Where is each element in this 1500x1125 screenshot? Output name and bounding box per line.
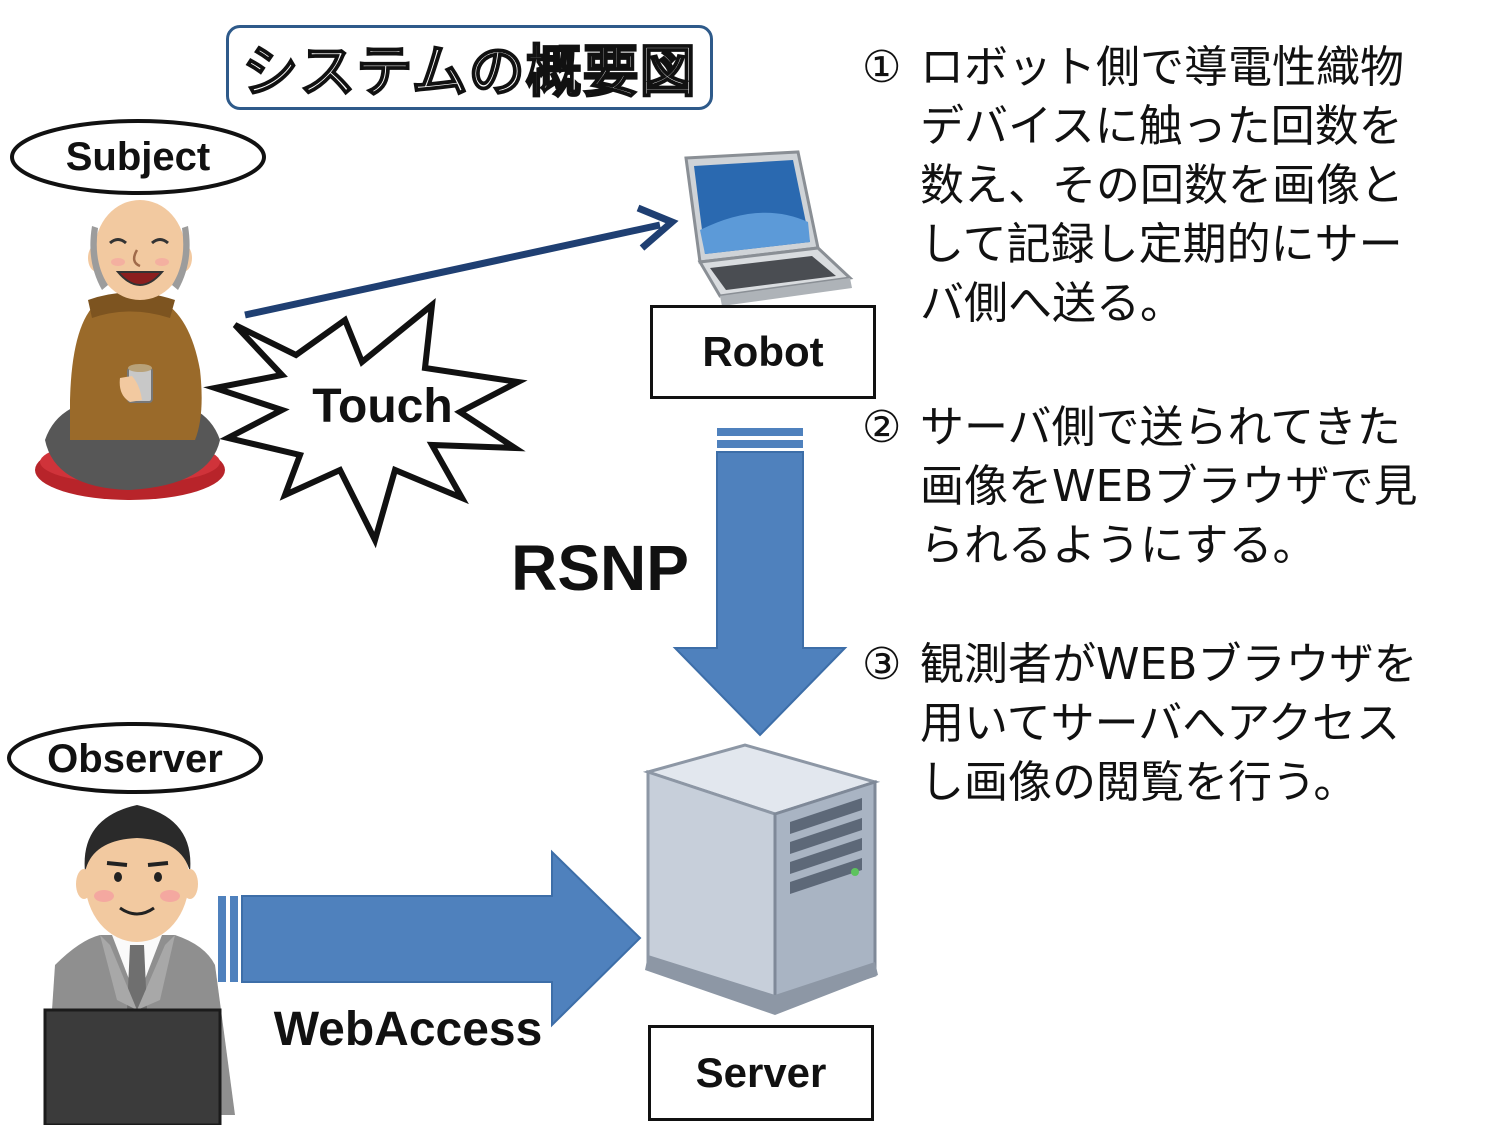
server-tower-icon (642, 743, 881, 1015)
title-frame (226, 25, 713, 110)
observer-label: Observer (47, 736, 223, 781)
elderly-subject-icon (35, 200, 225, 500)
webaccess-label: WebAccess (273, 1002, 543, 1056)
observer-person-icon (43, 805, 235, 1125)
touch-burst-shape (203, 298, 528, 549)
step-3: ③ 観測者がWEBブラウザを用いてサーバへアクセスし画像の閲覧を行う。 (862, 635, 1462, 815)
server-box: Server (648, 1025, 874, 1121)
step-3-text: 観測者がWEBブラウザを用いてサーバへアクセスし画像の閲覧を行う。 (920, 639, 1418, 808)
step-3-number: ③ (862, 639, 902, 690)
subject-oval (10, 119, 266, 195)
observer-oval (7, 722, 263, 794)
rsnp-down-arrow (672, 428, 848, 737)
step-1-text: ロボット側で導電性織物デバイスに触った回数を数え、その回数を画像として記録し定期… (920, 42, 1404, 329)
rsnp-label: RSNP (511, 532, 689, 604)
webaccess-right-arrow (218, 849, 642, 1028)
robot-box: Robot (650, 305, 876, 399)
subject-label: Subject (65, 134, 211, 179)
touch-label: Touch (312, 379, 453, 433)
touch-to-robot-arrow (244, 221, 661, 319)
step-2-text: サーバ側で送られてきた画像をWEBブラウザで見られるようにする。 (920, 402, 1418, 571)
touch-to-robot-arrowhead (636, 204, 679, 251)
step-2-number: ② (862, 402, 902, 453)
laptop-icon (684, 150, 854, 306)
page-title: システムの概要図 (241, 39, 697, 106)
step-1: ① ロボット側で導電性織物デバイスに触った回数を数え、その回数を画像として記録し… (862, 38, 1462, 338)
step-1-number: ① (862, 42, 902, 93)
step-2: ② サーバ側で送られてきた画像をWEBブラウザで見られるようにする。 (862, 398, 1462, 578)
